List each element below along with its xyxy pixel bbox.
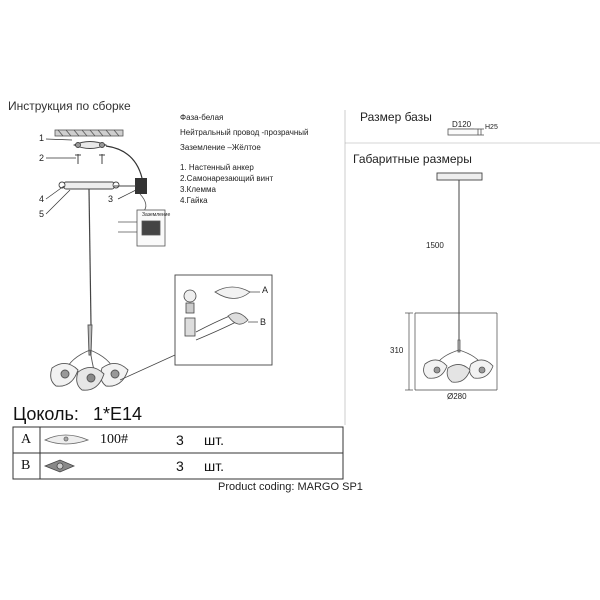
dim-body-height: 310 xyxy=(390,346,404,355)
supply-cable xyxy=(105,145,143,179)
detail-shade-a xyxy=(214,286,260,299)
detail-label-a: A xyxy=(262,285,269,295)
callout-1: 1 xyxy=(39,133,45,143)
overall-dimensions-title: Габаритные размеры xyxy=(353,152,472,166)
callout-4: 4 xyxy=(39,194,45,204)
ground-wiring-box xyxy=(118,193,166,247)
socket-value: 1*E14 xyxy=(93,404,143,424)
detail-leader xyxy=(119,354,176,381)
part-b-letter: B xyxy=(21,458,31,473)
dim-diameter: Ø280 xyxy=(447,392,467,401)
base-size-title: Размер базы xyxy=(360,110,432,124)
part-nut-label: 4.Гайка xyxy=(180,196,208,205)
callout-5: 5 xyxy=(39,209,45,219)
base-diameter: D120 xyxy=(452,120,472,129)
wire-ground-label: Заземление –Жёлтое xyxy=(180,143,261,152)
ceiling-plate xyxy=(54,129,124,137)
parts-table-grid xyxy=(12,426,344,480)
wire-neutral-label: Нейтральный провод -прозрачный xyxy=(180,128,309,137)
detail-holder-b xyxy=(227,312,258,325)
part-anchor-label: 1. Настенный анкер xyxy=(180,163,254,172)
callout-leaders xyxy=(45,138,137,215)
canopy xyxy=(58,181,136,190)
dimension-lines xyxy=(405,312,498,391)
part-b-holder xyxy=(43,459,76,473)
part-a-shade xyxy=(44,434,90,445)
lamp-body-left xyxy=(50,324,129,391)
part-screw-label: 2.Самонарезающий винт xyxy=(180,174,274,183)
detail-box xyxy=(174,274,273,366)
part-terminal-label: 3.Клемма xyxy=(180,185,216,194)
base-height: H25 xyxy=(485,124,498,131)
dim-lamp-body xyxy=(423,339,494,383)
callout-3: 3 xyxy=(108,194,114,204)
detail-label-b: B xyxy=(260,317,267,327)
assembly-title: Инструкция по сборке xyxy=(8,99,131,113)
part-b-qty: 3 xyxy=(176,458,184,474)
part-a-qty: 3 xyxy=(176,432,184,448)
ground-box-label: Заземление xyxy=(142,212,171,218)
pendant-cable xyxy=(88,188,92,326)
wire-phase-label: Фаза-белая xyxy=(180,113,224,122)
base-sketch xyxy=(447,128,484,136)
product-coding: Product coding: MARGO SP1 xyxy=(218,481,363,493)
part-a-code: 100# xyxy=(100,432,128,447)
part-a-letter: A xyxy=(21,432,32,447)
mounting-anchor xyxy=(72,141,108,149)
socket-label: Цоколь: xyxy=(13,404,79,424)
dim-canopy xyxy=(436,172,483,181)
callout-2: 2 xyxy=(39,153,45,163)
dim-cable-length: 1500 xyxy=(426,241,444,250)
terminal-block xyxy=(135,178,147,194)
part-b-unit: шт. xyxy=(204,458,224,474)
part-a-unit: шт. xyxy=(204,432,224,448)
screw-pair xyxy=(75,154,105,164)
